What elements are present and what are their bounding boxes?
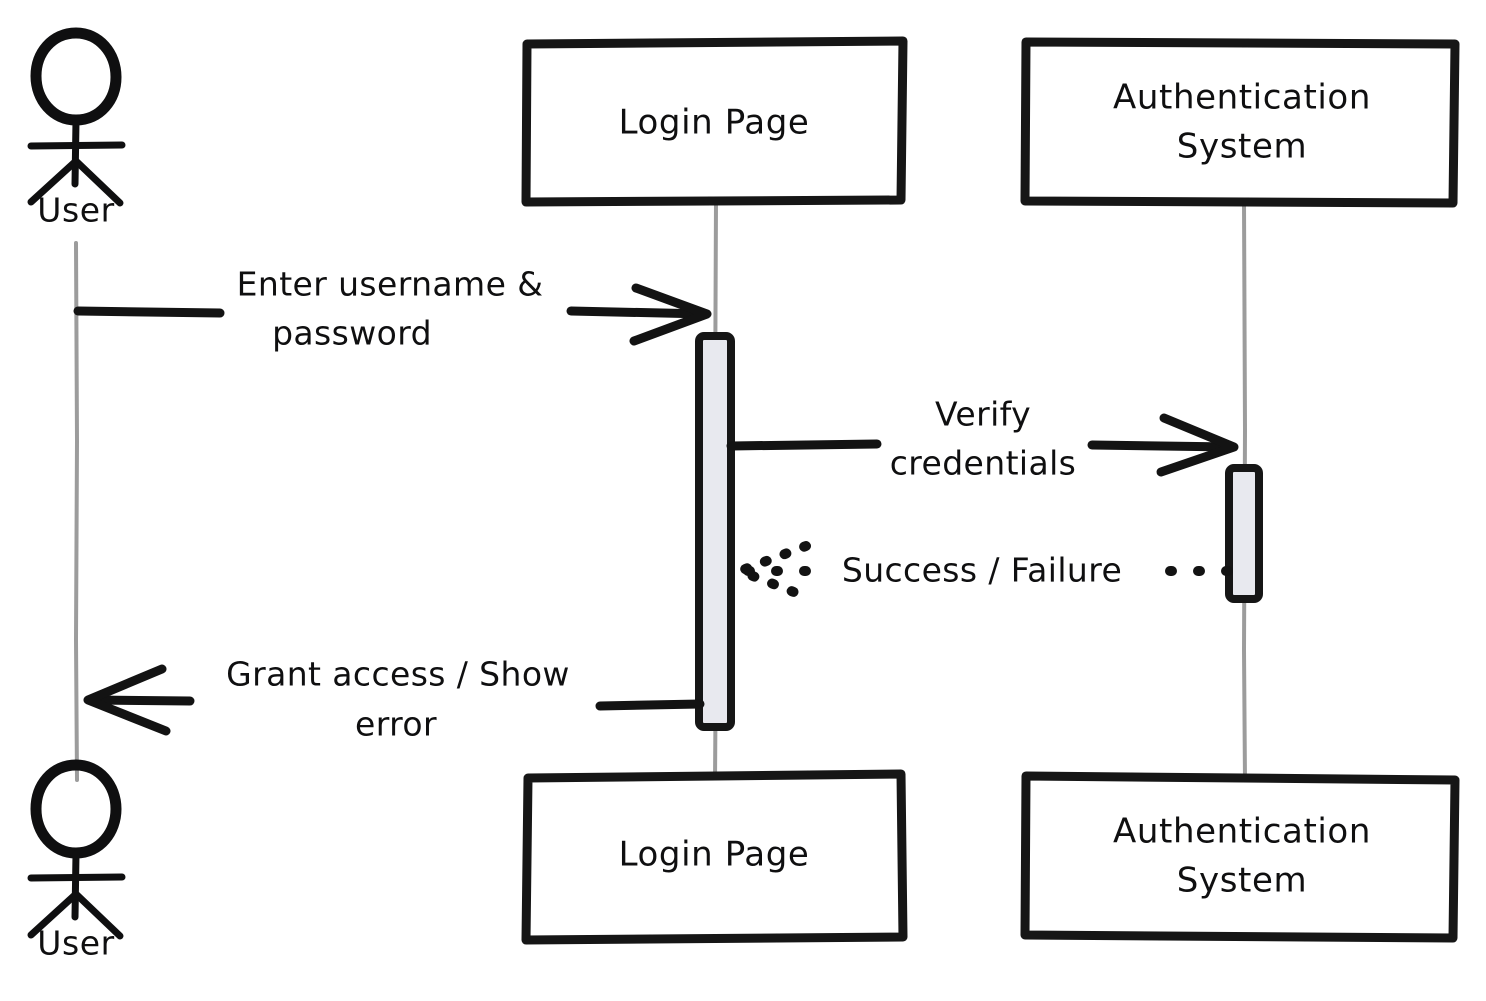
participant-actor-user-top[interactable]: User xyxy=(27,27,126,230)
activation-login-page xyxy=(695,332,735,731)
message-grant-access-label-line2: error xyxy=(355,705,437,744)
message-enter-credentials-arrowhead xyxy=(629,283,712,346)
actor-legs-icon xyxy=(27,157,124,207)
message-enter-credentials-line-right xyxy=(566,306,711,319)
auth-system-box-top-label-line2: System xyxy=(1177,127,1307,167)
participant-box-auth-system-bottom[interactable]: Authentication System xyxy=(1020,771,1460,943)
login-page-box-top-label: Login Page xyxy=(619,103,810,143)
auth-system-box-top-label-line1: Authentication xyxy=(1113,78,1371,118)
message-grant-access-arrowhead xyxy=(83,664,171,736)
message-success-failure[interactable]: Success / Failure xyxy=(726,541,1233,601)
actor-legs-icon-bottom xyxy=(27,890,124,940)
activation-auth-system xyxy=(1225,464,1263,603)
actor-torso-icon xyxy=(71,117,80,188)
message-verify-credentials-line-left xyxy=(726,439,882,451)
actor-head-icon xyxy=(30,27,122,126)
participant-box-auth-system-top[interactable]: Authentication System xyxy=(1020,37,1460,208)
participant-box-login-page-bottom[interactable]: Login Page xyxy=(521,769,908,945)
actor-label-user-bottom: User xyxy=(37,924,115,963)
actor-torso-icon-bottom xyxy=(71,850,80,921)
participant-box-login-page-top[interactable]: Login Page xyxy=(521,36,908,207)
message-grant-access-label-line1: Grant access / Show xyxy=(226,655,570,694)
actor-label-user-top: User xyxy=(37,191,115,230)
message-success-failure-label: Success / Failure xyxy=(842,551,1122,590)
auth-system-box-top-frame xyxy=(1020,37,1460,208)
actor-arms-icon xyxy=(27,141,126,150)
login-page-box-bottom-frame xyxy=(521,769,908,945)
message-verify-credentials[interactable]: Verify credentials xyxy=(726,395,1239,483)
auth-system-box-bottom-frame xyxy=(1020,771,1460,943)
message-enter-credentials-label-line1: Enter username & xyxy=(237,265,544,304)
auth-system-box-bottom-label-line1: Authentication xyxy=(1113,812,1371,852)
lifeline-user xyxy=(73,241,80,782)
message-verify-credentials-line-right xyxy=(1087,440,1237,452)
participant-actor-user-bottom[interactable]: User xyxy=(27,759,126,963)
message-verify-credentials-arrowhead xyxy=(1156,413,1239,477)
message-verify-credentials-label-line2: credentials xyxy=(890,444,1077,483)
login-page-box-bottom-label: Login Page xyxy=(619,835,810,875)
message-verify-credentials-label-line1: Verify xyxy=(935,395,1031,434)
message-enter-credentials-line-left xyxy=(73,306,225,318)
message-enter-credentials-label-line2: password xyxy=(272,314,432,353)
message-success-failure-arrowhead xyxy=(726,541,811,601)
login-page-box-top-frame xyxy=(521,36,908,207)
auth-system-box-bottom-label-line2: System xyxy=(1177,861,1307,901)
message-enter-credentials[interactable]: Enter username & password xyxy=(73,265,712,353)
message-grant-access-line-right xyxy=(595,699,705,711)
actor-arms-icon-bottom xyxy=(27,873,126,882)
message-grant-access[interactable]: Grant access / Show error xyxy=(83,655,705,744)
activation-bars xyxy=(695,332,1263,731)
message-grant-access-line-left xyxy=(87,695,195,706)
